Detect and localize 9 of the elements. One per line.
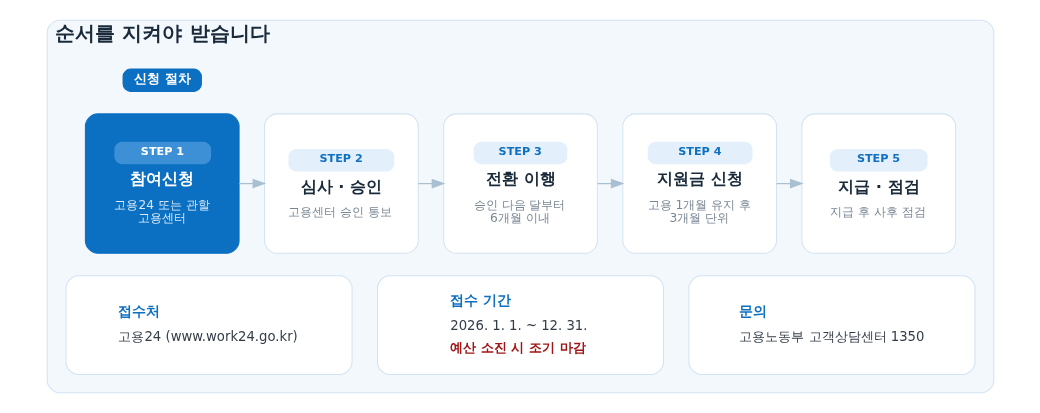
- node-box: STEP 3 전환 이행 승인 다음 달부터 6개월 이내: [442, 113, 598, 254]
- node-box: STEP 5 지급 · 점검 지급 후 사후 점검: [800, 113, 956, 254]
- node-box: STEP 2 심사 · 승인 고용센터 승인 통보: [263, 113, 419, 254]
- node-box: 신청 절차: [122, 68, 202, 92]
- node-box: STEP 1 참여신청 고용24 또는 관할 고용센터: [84, 113, 240, 254]
- node-box: 접수처 고용24 (www.work24.go.kr): [65, 275, 353, 375]
- node-box: 접수 기간 2026. 1. 1. ~ 12. 31. 예산 소진 시 조기 마감: [376, 275, 664, 375]
- node-box: 문의 고용노동부 고객상담센터 1350: [687, 275, 975, 375]
- node-box: STEP 4 지원금 신청 고용 1개월 유지 후 3개월 단위: [621, 113, 777, 254]
